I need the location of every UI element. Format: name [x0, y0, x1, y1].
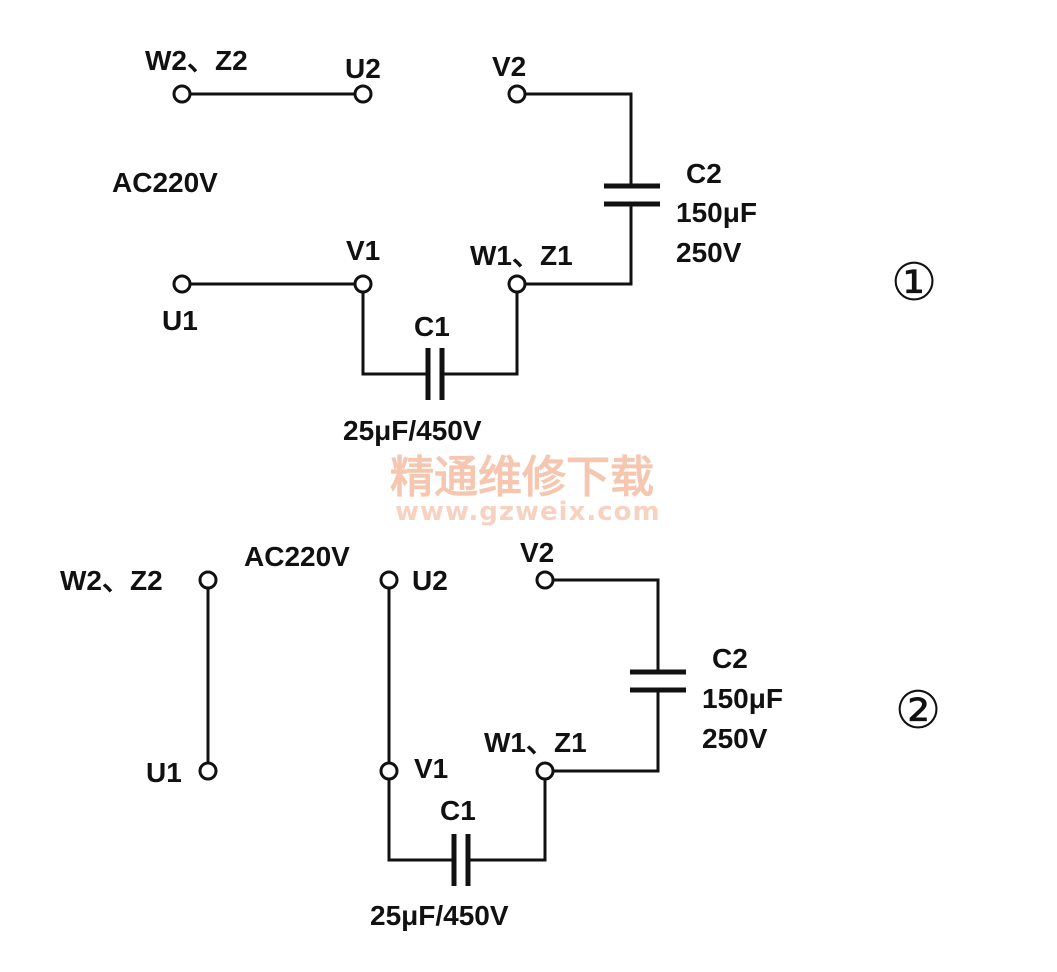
- d1-terminal-w1z1: [507, 274, 527, 294]
- d2-label-c2-capacitance: 150μF: [702, 683, 783, 714]
- d1-label-v2: V2: [492, 51, 526, 82]
- d2-terminal-u2: [379, 570, 399, 590]
- d2-label-v1: V1: [414, 753, 448, 784]
- d1-terminal-v1: [353, 274, 373, 294]
- watermark-title: 精通维修下载: [390, 452, 654, 503]
- diagram-1: W2、Z2 U2 V2 AC220V V1 W1、Z1 U1 C1 25μF/4…: [112, 45, 937, 446]
- d1-wire-c2-w1: [517, 204, 633, 286]
- watermark-url: www.gzweix.com: [395, 497, 661, 527]
- d2-label-v2: V2: [520, 537, 554, 568]
- d1-label-c1-value: 25μF/450V: [343, 415, 482, 446]
- d1-label-w1z1: W1、Z1: [470, 240, 573, 271]
- d2-label-c1-value: 25μF/450V: [370, 900, 509, 931]
- d1-label-c2: C2: [686, 158, 722, 189]
- d1-label-w2z2: W2、Z2: [145, 45, 248, 76]
- d2-label-u2: U2: [412, 565, 448, 596]
- d1-terminal-u2: [353, 84, 373, 104]
- d2-label-c1: C1: [440, 795, 476, 826]
- d2-label-ac220v: AC220V: [244, 541, 350, 572]
- d2-label-c2: C2: [712, 643, 748, 674]
- d1-label-c2-voltage: 250V: [676, 237, 742, 268]
- watermark: 精通维修下载 www.gzweix.com: [390, 452, 661, 527]
- d1-terminal-w2z2: [172, 84, 192, 104]
- d1-label-u2: U2: [345, 53, 381, 84]
- d2-label-w2z2: W2、Z2: [60, 565, 163, 596]
- d2-terminal-v2: [535, 570, 555, 590]
- d1-wire-v2-c2: [517, 92, 633, 186]
- d1-wire-v1-c1: [361, 284, 428, 376]
- d2-terminal-v1: [379, 761, 399, 781]
- diagram-2: W2、Z2 AC220V U2 V2 U1 V1 W1、Z1 C1 25μF/4…: [60, 537, 941, 931]
- d2-wire-v1-c1: [387, 771, 454, 862]
- d1-terminal-u1: [172, 274, 192, 294]
- d1-label-ac220v: AC220V: [112, 167, 218, 198]
- d2-label-u1: U1: [146, 757, 182, 788]
- d1-label-c1: C1: [414, 311, 450, 342]
- d1-label-v1: V1: [346, 235, 380, 266]
- d2-label-w1z1: W1、Z1: [484, 727, 587, 758]
- d2-terminal-u1: [198, 761, 218, 781]
- d1-terminal-v2: [507, 84, 527, 104]
- d1-label-u1: U1: [162, 305, 198, 336]
- d2-wire-c2-w1: [545, 690, 660, 773]
- d2-wire-c1-w1: [468, 771, 547, 862]
- d1-wire-c1-w1: [442, 284, 519, 376]
- d2-wire-v2-c2: [545, 578, 660, 672]
- d2-terminal-w1z1: [535, 761, 555, 781]
- d1-circled-number: ①: [891, 253, 938, 313]
- d2-terminal-w2z2: [198, 570, 218, 590]
- d2-circled-number: ②: [895, 681, 942, 741]
- d2-label-c2-voltage: 250V: [702, 723, 768, 754]
- d1-label-c2-capacitance: 150μF: [676, 197, 757, 228]
